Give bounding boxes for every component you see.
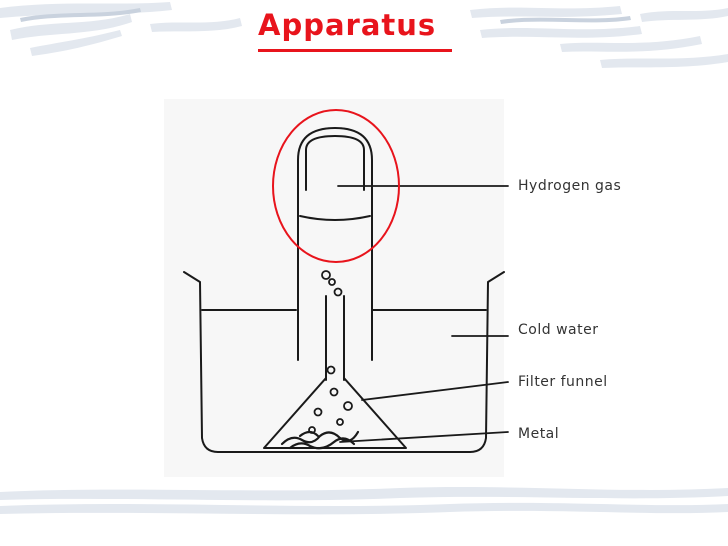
metal-label: Metal — [518, 426, 560, 442]
hydrogen-gas-label: Hydrogen gas — [518, 178, 622, 194]
funnel-leader-line — [361, 381, 509, 401]
beaker-right-wall — [469, 271, 505, 453]
figure-background — [164, 99, 504, 477]
highlight-circle — [272, 109, 400, 263]
filter-funnel-label: Filter funnel — [518, 374, 608, 390]
gas-bubbles — [308, 270, 353, 434]
test-tube-inner-wall — [305, 135, 365, 191]
metal-pieces — [280, 430, 360, 450]
filter-funnel — [263, 377, 407, 449]
beaker-left-wall — [183, 271, 219, 453]
slide-title: Apparatus — [258, 8, 437, 42]
funnel-stem — [325, 295, 345, 381]
metal-leader-line — [339, 431, 509, 443]
test-tube — [297, 127, 373, 361]
title-underline — [258, 49, 452, 52]
cold-water-label: Cold water — [518, 322, 599, 338]
gas-liquid-boundary — [299, 215, 371, 221]
